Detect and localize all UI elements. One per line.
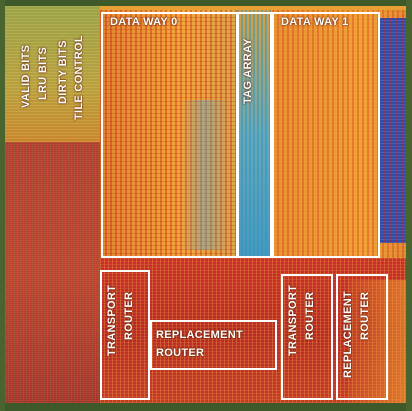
die-edge-top	[0, 0, 412, 6]
data-way-0-label: DATA WAY 0	[110, 16, 178, 28]
die-edge-left	[0, 0, 5, 411]
replacement-router-right-label-1: REPLACEMENT	[342, 290, 354, 378]
control-logic-area	[5, 142, 100, 403]
die-edge-bottom	[0, 403, 412, 411]
die-edge-right	[406, 0, 412, 411]
replacement-router-left-label-2: ROUTER	[156, 347, 205, 359]
replacement-router-left-label-1: REPLACEMENT	[156, 329, 244, 341]
routing-orange-patch	[348, 280, 406, 403]
transport-router-left-label-1: TRANSPORT	[106, 284, 118, 356]
dirty-bits-label: DIRTY BITS	[57, 40, 69, 104]
transport-router-right-outline	[281, 274, 333, 400]
replacement-router-right-label-2: ROUTER	[359, 291, 371, 340]
tag-array-label: TAG ARRAY	[242, 38, 254, 104]
data-way-0-hilight	[180, 100, 230, 250]
tile-control-area	[5, 6, 100, 142]
transport-router-right-label-1: TRANSPORT	[287, 284, 299, 356]
data-way-1-blue-strip	[378, 18, 406, 243]
data-way-0-outline	[101, 12, 238, 258]
transport-router-left-label-2: ROUTER	[123, 291, 135, 340]
data-way-0-array	[100, 10, 237, 258]
data-way-1-outline	[272, 12, 380, 258]
replacement-router-right-outline	[336, 274, 388, 400]
tag-array-outline	[237, 12, 272, 258]
valid-bits-label: VALID BITS	[20, 44, 32, 108]
transport-router-right-label-2: ROUTER	[304, 291, 316, 340]
data-way-1-label: DATA WAY 1	[281, 16, 349, 28]
replacement-router-left-outline	[150, 320, 277, 370]
tile-control-label: TILE CONTROL	[73, 35, 85, 120]
tag-array-area	[237, 10, 272, 258]
transport-router-left-outline	[100, 270, 150, 400]
lru-bits-label: LRU BITS	[37, 46, 49, 100]
